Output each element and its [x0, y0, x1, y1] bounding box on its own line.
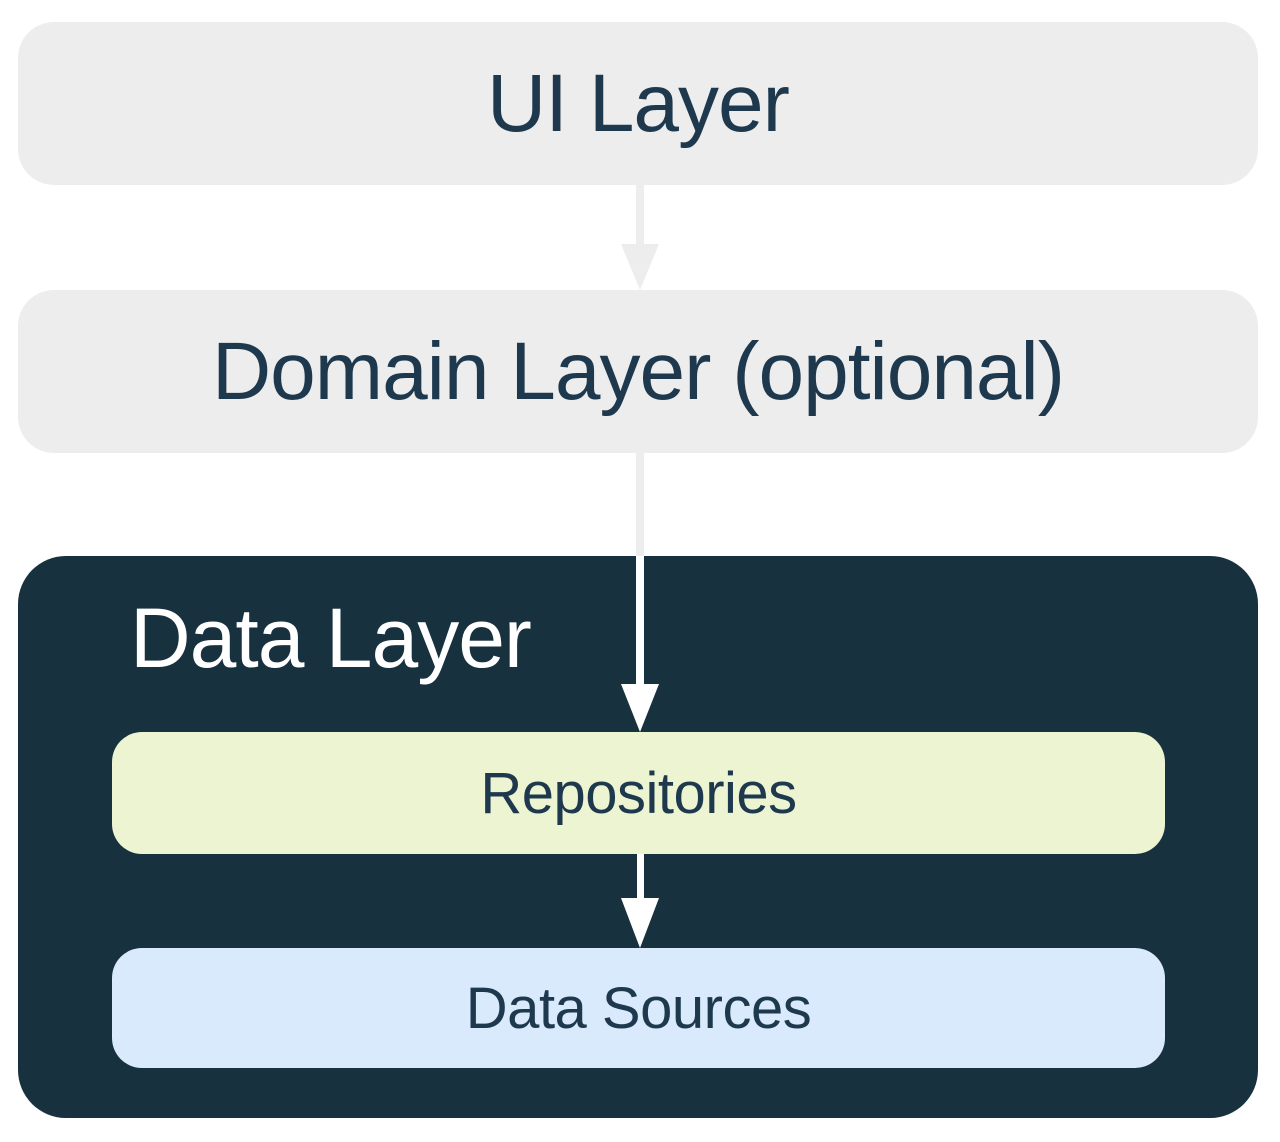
arrow-domain-to-repositories-shaft-inner [636, 556, 644, 686]
node-ui-layer: UI Layer [18, 22, 1258, 185]
arrow-ui-to-domain-shaft [636, 184, 644, 246]
arrow-domain-to-repositories-shaft-outer [636, 453, 644, 557]
data-layer-label: Data Layer [130, 591, 532, 685]
node-data-sources: Data Sources [112, 948, 1165, 1068]
arrow-down-icon [621, 684, 659, 732]
arrow-down-icon [621, 244, 659, 290]
repositories-label: Repositories [480, 760, 797, 826]
data-sources-label: Data Sources [465, 975, 812, 1041]
arrow-repositories-to-datasources-shaft [637, 854, 644, 900]
node-repositories: Repositories [112, 732, 1165, 854]
ui-layer-label: UI Layer [487, 57, 790, 149]
domain-layer-label: Domain Layer (optional) [211, 325, 1065, 417]
arrow-down-icon [621, 898, 659, 948]
node-domain-layer: Domain Layer (optional) [18, 290, 1258, 453]
